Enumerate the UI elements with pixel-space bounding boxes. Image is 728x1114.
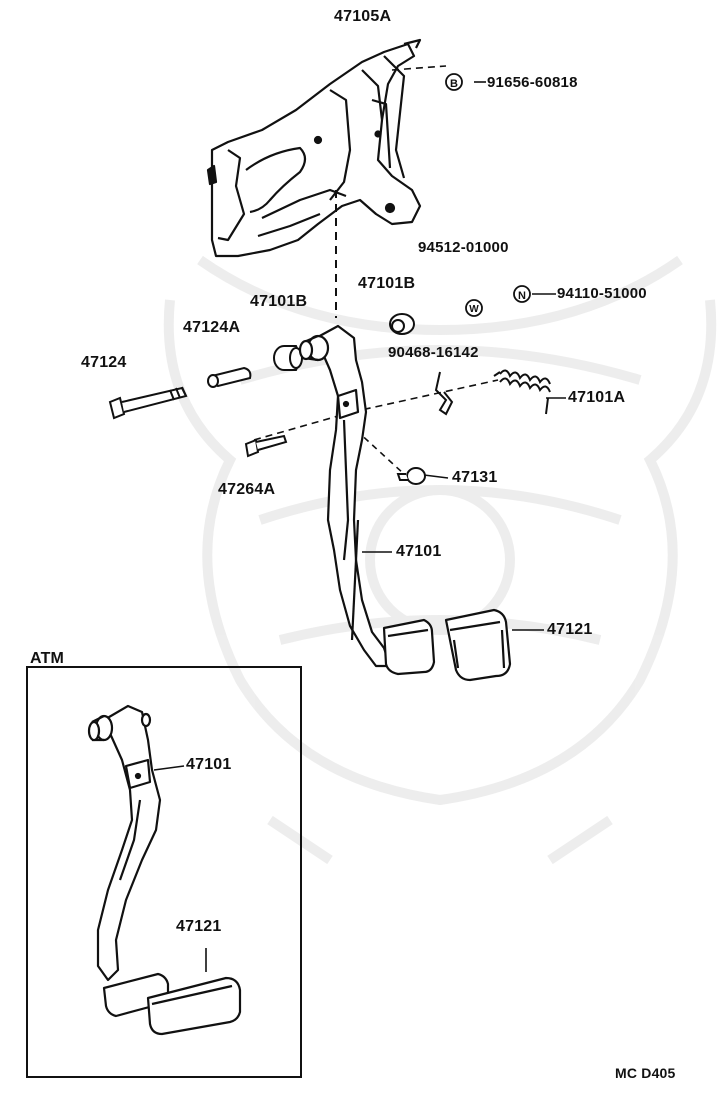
label-collar: 47124A	[183, 319, 241, 336]
pedal-pad-right	[444, 608, 512, 682]
label-bolt-b: 91656-60818	[487, 74, 578, 91]
label-nut-n: 94110-51000	[557, 285, 647, 302]
w-marker-letter: W	[469, 304, 479, 315]
pedal-pad-left	[382, 618, 436, 676]
w-marker	[465, 299, 483, 317]
label-pin: 47264A	[218, 481, 276, 498]
label-washer-w: 94512-01000	[418, 239, 509, 256]
label-bushing-left: 47101B	[250, 293, 308, 310]
label-pedal-pad: 47121	[547, 621, 593, 638]
b-marker	[445, 73, 463, 91]
pin	[244, 434, 288, 458]
label-clip: 90468-16142	[388, 344, 479, 361]
bushing-right	[389, 313, 415, 335]
n-marker	[513, 285, 531, 303]
label-bracket: 47105A	[334, 8, 392, 25]
label-stopper: 47131	[452, 469, 498, 486]
label-atm-pedal-arm: 47101	[186, 756, 232, 773]
label-bolt-main: 47124	[81, 354, 127, 371]
atm-pedal-pad-front	[146, 976, 242, 1036]
b-marker-letter: B	[450, 78, 458, 90]
bushing-left	[273, 345, 303, 371]
collar	[207, 366, 252, 388]
label-pedal-arm: 47101	[396, 543, 442, 560]
atm-inset-title: ATM	[30, 650, 65, 667]
label-bushing-right: 47101B	[358, 275, 416, 292]
bolt-main	[108, 386, 188, 420]
atm-pedal-arm	[87, 704, 162, 982]
label-atm-pedal-pad: 47121	[176, 918, 222, 935]
drawing-code: MC D405	[615, 1065, 676, 1081]
atm-inset-frame	[26, 666, 302, 1078]
spring	[493, 369, 551, 415]
clip	[434, 371, 454, 416]
pedal-arm	[298, 324, 392, 668]
label-spring: 47101A	[568, 389, 626, 406]
callout-markers	[445, 73, 531, 317]
stopper	[396, 467, 426, 485]
n-marker-letter: N	[518, 290, 526, 302]
bracket-47105a	[206, 38, 422, 258]
